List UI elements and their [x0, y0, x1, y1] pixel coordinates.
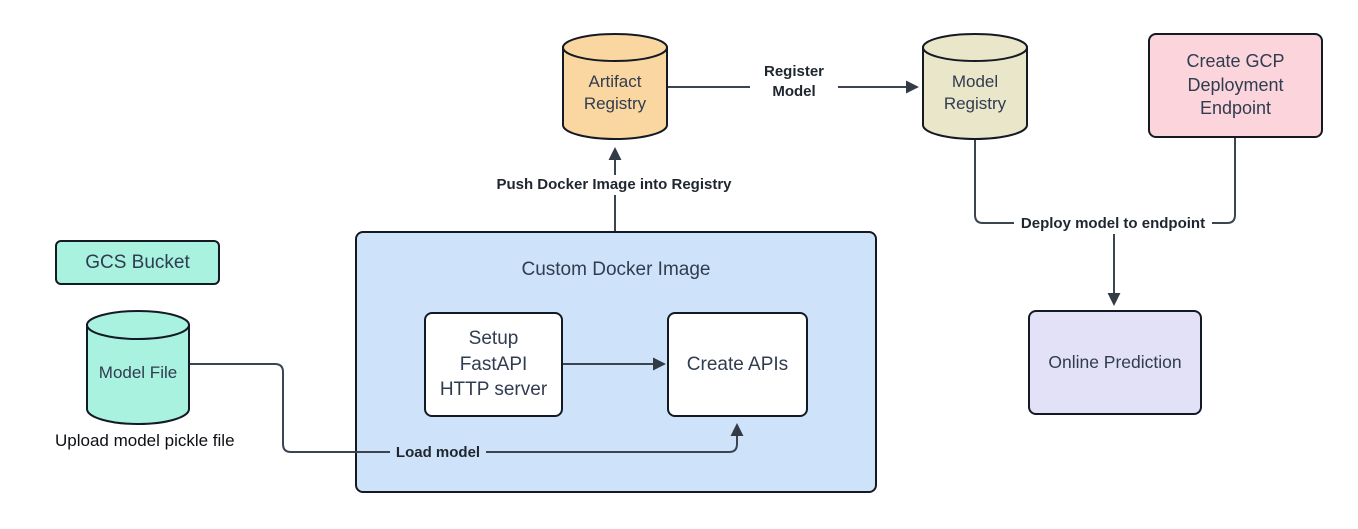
online-prediction-label: Online Prediction — [1048, 352, 1182, 372]
edge-label-load-model: Load model — [390, 443, 486, 463]
caption-upload-model-pickle-file: Upload model pickle file — [55, 431, 235, 450]
setup-fastapi-label: Setup FastAPI HTTP server — [439, 328, 548, 401]
node-model-registry: Model Registry — [922, 33, 1028, 140]
node-online-prediction: Online Prediction — [1028, 310, 1202, 415]
cylinder-body — [562, 46, 668, 140]
cylinder-top — [562, 33, 668, 62]
model-file-label: Model File — [98, 362, 178, 382]
edge-endpoint-to-deploy — [1208, 138, 1236, 224]
gcs-bucket-label: GCS Bucket — [85, 251, 190, 273]
create-apis-label: Create APIs — [686, 353, 789, 375]
cylinder-body — [922, 46, 1028, 140]
node-setup-fastapi-http-server: Setup FastAPI HTTP server — [424, 312, 563, 417]
node-gcs-bucket: GCS Bucket — [55, 240, 220, 285]
node-create-gcp-deployment-endpoint: Create GCP Deployment Endpoint — [1148, 33, 1323, 138]
cylinder-top — [86, 310, 190, 340]
node-create-apis: Create APIs — [667, 312, 808, 417]
artifact-registry-label: Artifact Registry — [583, 72, 647, 113]
cylinder-shape — [922, 33, 1028, 140]
create-gcp-label: Create GCP Deployment Endpoint — [1186, 51, 1285, 119]
edge-load-model — [190, 363, 744, 453]
edge-label-register-model: Register Model — [750, 62, 838, 101]
cylinder-top — [922, 33, 1028, 62]
cylinder-body — [86, 324, 190, 425]
edge-label-deploy-model-to-endpoint: Deploy model to endpoint — [1014, 214, 1212, 234]
edge-model-registry-to-deploy — [974, 140, 1018, 224]
cylinder-shape — [562, 33, 668, 140]
custom-docker-image-title: Custom Docker Image — [521, 259, 711, 280]
node-artifact-registry: Artifact Registry — [562, 33, 668, 140]
node-model-file: Model File — [86, 310, 190, 425]
cylinder-shape — [86, 310, 190, 425]
edge-label-push-docker-image: Push Docker Image into Registry — [489, 175, 739, 195]
model-registry-label: Model Registry — [943, 72, 1007, 113]
